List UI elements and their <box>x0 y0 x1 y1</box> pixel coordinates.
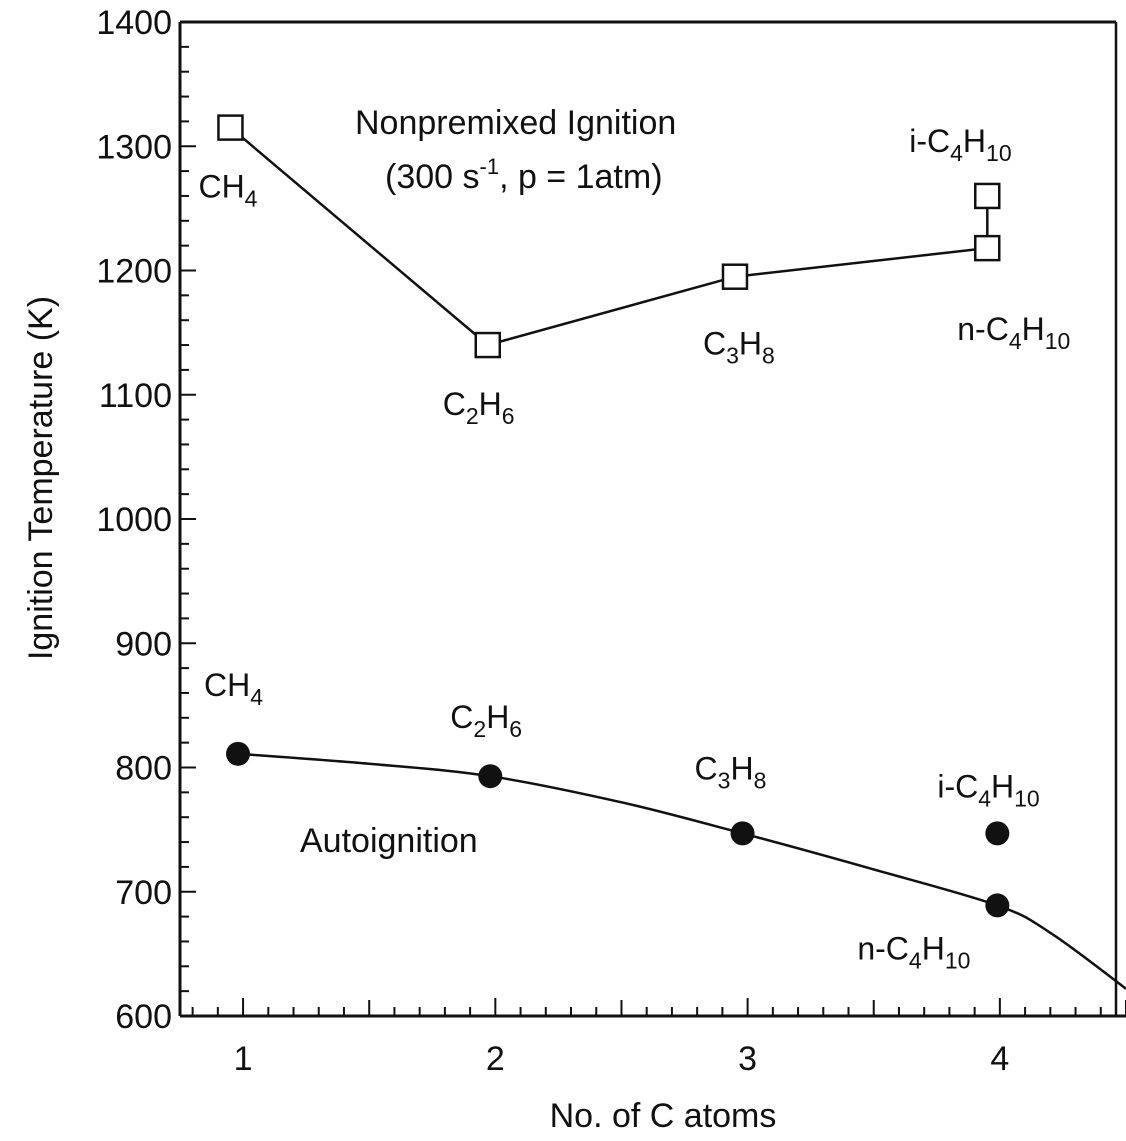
autoignition-point <box>226 741 251 766</box>
label-text: CH <box>198 169 244 205</box>
label-subscript: 3 <box>726 343 739 369</box>
x-axis-title: No. of C atoms <box>550 1097 777 1135</box>
label-text: H <box>479 386 502 422</box>
label-text: C <box>443 386 466 422</box>
label-text: C <box>695 750 718 786</box>
label-text: n-C <box>857 930 909 966</box>
nonpremixed-conditions: (300 s-1, p = 1atm) <box>385 154 663 196</box>
label-text: H <box>991 768 1014 804</box>
y-tick-label: 600 <box>115 998 172 1036</box>
autoignition-species-label: C3H8 <box>695 750 767 793</box>
label-subscript: 4 <box>1009 328 1022 354</box>
autoignition-curve <box>237 752 1126 990</box>
x-tick-label: 1 <box>234 1040 253 1078</box>
label-subscript: 10 <box>945 947 971 973</box>
label-text: CH <box>204 667 250 703</box>
label-text: H <box>963 123 986 159</box>
nonpremixed-species-label: C2H6 <box>443 386 515 429</box>
x-tick-label: 2 <box>486 1040 505 1078</box>
autoignition-species-label: n-C4H10 <box>857 930 970 973</box>
label-text: i-C <box>937 768 978 804</box>
y-axis-title: Ignition Temperature (K) <box>22 296 60 660</box>
label-subscript: 8 <box>762 343 775 369</box>
x-tick-label: 4 <box>990 1040 1009 1078</box>
autoignition-point <box>985 821 1010 846</box>
label-text: H <box>486 699 509 735</box>
label-text: H <box>922 930 945 966</box>
x-tick-label: 3 <box>738 1040 757 1078</box>
nonpremixed-point <box>721 263 749 290</box>
y-tick-label: 1100 <box>99 377 172 415</box>
y-tick-label: 1000 <box>96 501 172 539</box>
autoignition-title: Autoignition <box>300 822 478 860</box>
y-tick-label: 800 <box>115 750 172 788</box>
conditions-pre: (300 s <box>385 158 480 196</box>
data-markers <box>217 114 1010 918</box>
y-tick-label: 1400 <box>96 4 172 42</box>
axis-ticks <box>180 21 1126 1017</box>
autoignition-species-label: CH4 <box>204 667 263 710</box>
y-tick-label: 900 <box>115 625 172 663</box>
label-text: C <box>450 699 473 735</box>
axis-tick-labels: 600 700 800 900 1000 1100 1200 1300 1400 1 2 3 4 <box>96 4 1009 1078</box>
label-subscript: 10 <box>986 140 1012 166</box>
autoignition-species-label: C2H6 <box>450 699 522 742</box>
label-subscript: 4 <box>950 140 963 166</box>
label-subscript: 10 <box>1014 785 1040 811</box>
conditions-post: , p = 1atm) <box>499 158 662 196</box>
nonpremixed-point <box>974 182 1001 210</box>
label-text: C <box>703 326 726 362</box>
nonpremixed-species-label: n-C4H10 <box>957 311 1070 354</box>
autoignition-point <box>478 764 503 789</box>
y-tick-label: 700 <box>115 874 172 912</box>
label-subscript: 3 <box>718 767 731 793</box>
label-subscript: 6 <box>502 403 515 429</box>
label-subscript: 4 <box>250 684 263 710</box>
label-text: n-C <box>957 311 1009 347</box>
label-subscript: 4 <box>245 186 258 212</box>
autoignition-point <box>730 821 755 846</box>
nonpremixed-species-label: C3H8 <box>703 326 775 369</box>
label-text: H <box>1022 311 1045 347</box>
conditions-sup: -1 <box>480 154 500 179</box>
autoignition-species-label: i-C4H10 <box>937 768 1039 811</box>
label-text: H <box>730 750 753 786</box>
autoignition-point <box>985 893 1010 918</box>
nonpremixed-point <box>217 114 244 141</box>
label-subscript: 2 <box>473 716 486 742</box>
y-tick-label: 1300 <box>96 128 172 166</box>
nonpremixed-species-label: CH4 <box>198 169 257 212</box>
nonpremixed-species-label: i-C4H10 <box>909 123 1011 166</box>
label-subscript: 2 <box>466 403 479 429</box>
label-subscript: 4 <box>978 785 991 811</box>
nonpremixed-line <box>229 126 988 347</box>
label-subscript: 8 <box>754 767 767 793</box>
label-subscript: 10 <box>1045 328 1071 354</box>
nonpremixed-title: Nonpremixed Ignition <box>355 104 676 142</box>
label-subscript: 6 <box>509 716 522 742</box>
nonpremixed-point <box>474 331 502 359</box>
label-text: H <box>739 326 762 362</box>
y-tick-label: 1200 <box>96 253 172 291</box>
nonpremixed-point <box>974 234 1001 262</box>
label-text: i-C <box>909 123 950 159</box>
label-subscript: 4 <box>909 947 922 973</box>
